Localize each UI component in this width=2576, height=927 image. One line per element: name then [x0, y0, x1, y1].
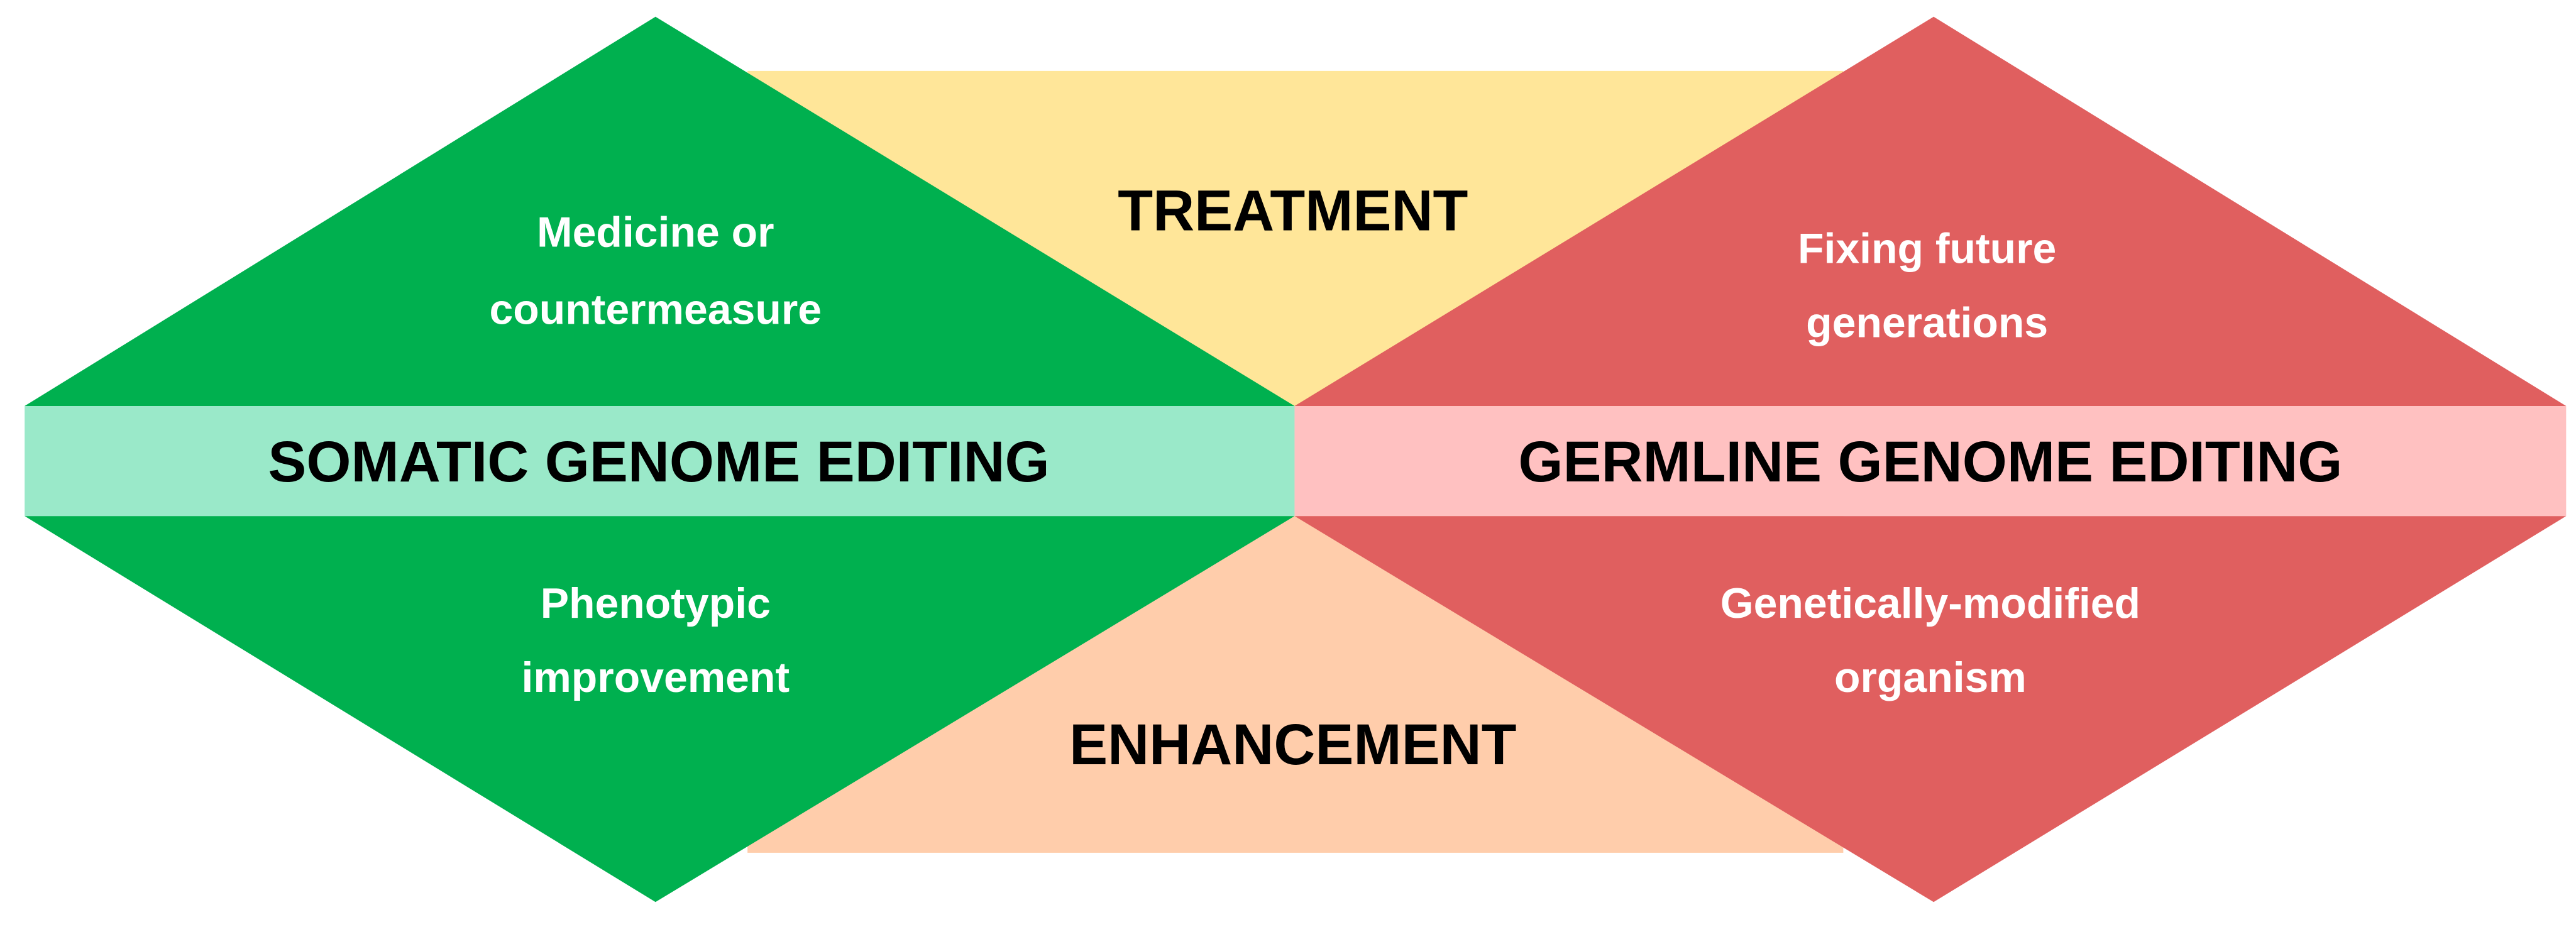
enhancement-label: ENHANCEMENT — [1069, 713, 1516, 777]
germline-treatment-triangle — [1294, 16, 2567, 407]
somatic-treatment-line1: Medicine or — [537, 209, 774, 256]
germline-label: GERMLINE GENOME EDITING — [1518, 430, 2342, 494]
somatic-label: SOMATIC GENOME EDITING — [268, 430, 1049, 494]
germline-enhancement-line1: Genetically-modified — [1720, 579, 2140, 627]
somatic-treatment-triangle — [25, 16, 1295, 407]
treatment-label: TREATMENT — [1118, 178, 1468, 243]
germline-treatment-line1: Fixing future — [1798, 225, 2056, 273]
germline-enhancement-triangle — [1294, 516, 2567, 902]
somatic-enhancement-line2: improvement — [521, 654, 790, 701]
somatic-treatment-line2: countermeasure — [489, 285, 822, 333]
somatic-enhancement-triangle — [25, 516, 1295, 902]
germline-bar — [1294, 406, 2567, 517]
somatic-bar — [25, 406, 1295, 517]
somatic-enhancement-line1: Phenotypic — [541, 579, 771, 627]
germline-enhancement-line2: organism — [1834, 654, 2027, 701]
germline-treatment-line2: generations — [1806, 299, 2048, 346]
